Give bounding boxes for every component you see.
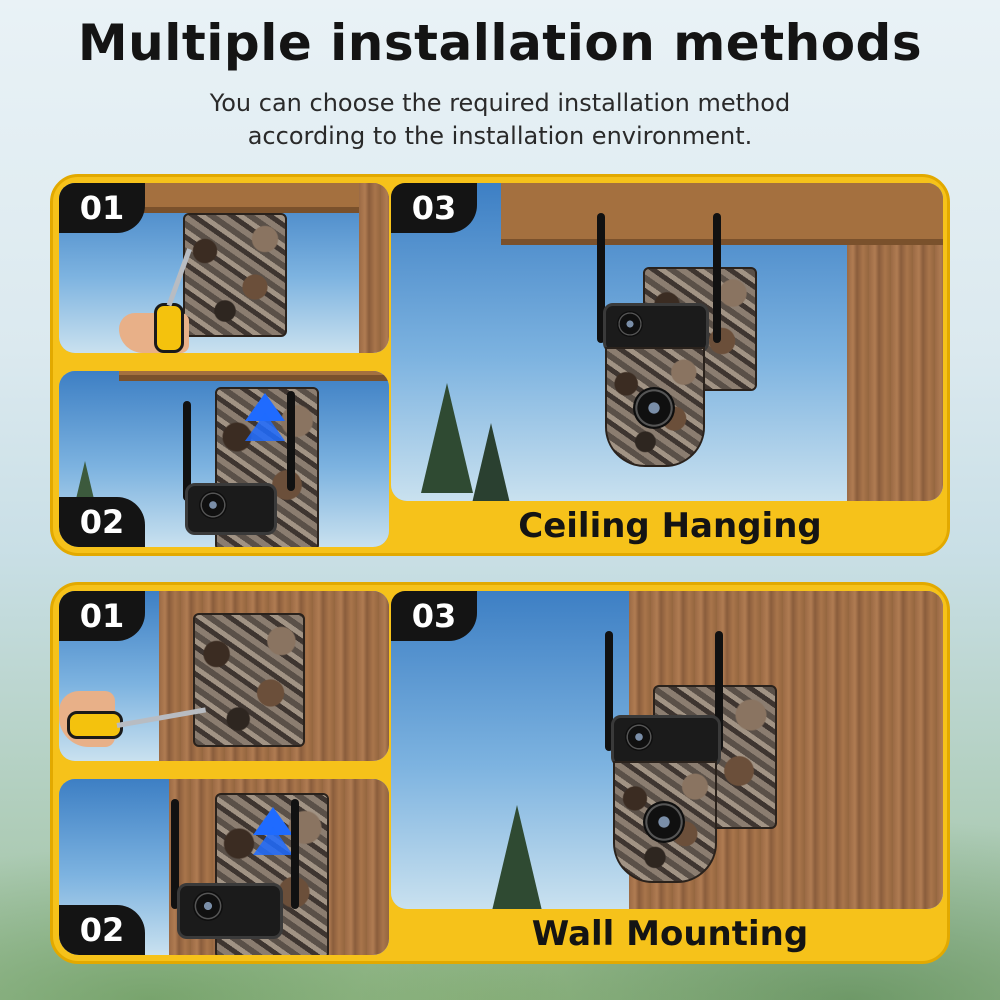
- wall-mounting-section: 01 02 03 Wall Mounting: [50, 582, 950, 964]
- tree-image: [421, 383, 473, 493]
- antenna: [713, 213, 721, 343]
- wall-step-02-image: 02: [59, 779, 389, 955]
- camera-head: [185, 483, 277, 535]
- wall-step-03-image: [391, 591, 943, 909]
- wall-step-01-image: 01: [59, 591, 389, 761]
- camera-lens: [643, 801, 685, 843]
- ceiling-step-02-image: 02: [59, 371, 389, 547]
- screwdriver-icon: [154, 303, 184, 353]
- step-number-badge: 02: [59, 905, 145, 955]
- ceiling-step-03-image: [391, 183, 943, 501]
- page-title: Multiple installation methods: [77, 14, 923, 72]
- ceiling-step-01-image: 01: [59, 183, 389, 353]
- camera-lens: [633, 387, 675, 429]
- mounting-plate: [193, 613, 305, 747]
- screwdriver-icon: [67, 711, 123, 739]
- arrow-up-icon: [253, 827, 293, 855]
- ceiling-hanging-label: Ceiling Hanging: [518, 506, 822, 546]
- step-number-badge: 01: [59, 183, 145, 233]
- camera-head: [177, 883, 283, 939]
- antenna: [715, 631, 723, 751]
- ceiling-hanging-section: 01 02 03 Ceiling Hanging: [50, 174, 950, 556]
- tree-image: [491, 805, 543, 909]
- antenna: [605, 631, 613, 751]
- mounting-plate: [183, 213, 287, 337]
- step-number-badge: 03: [391, 591, 477, 641]
- step-number-badge: 02: [59, 497, 145, 547]
- page-subtitle: You can choose the required installation…: [209, 89, 791, 150]
- step-number-badge: 03: [391, 183, 477, 233]
- arrow-up-icon: [245, 413, 285, 441]
- wall-mounting-label: Wall Mounting: [531, 914, 809, 954]
- antenna: [597, 213, 605, 343]
- step-number-badge: 01: [59, 591, 145, 641]
